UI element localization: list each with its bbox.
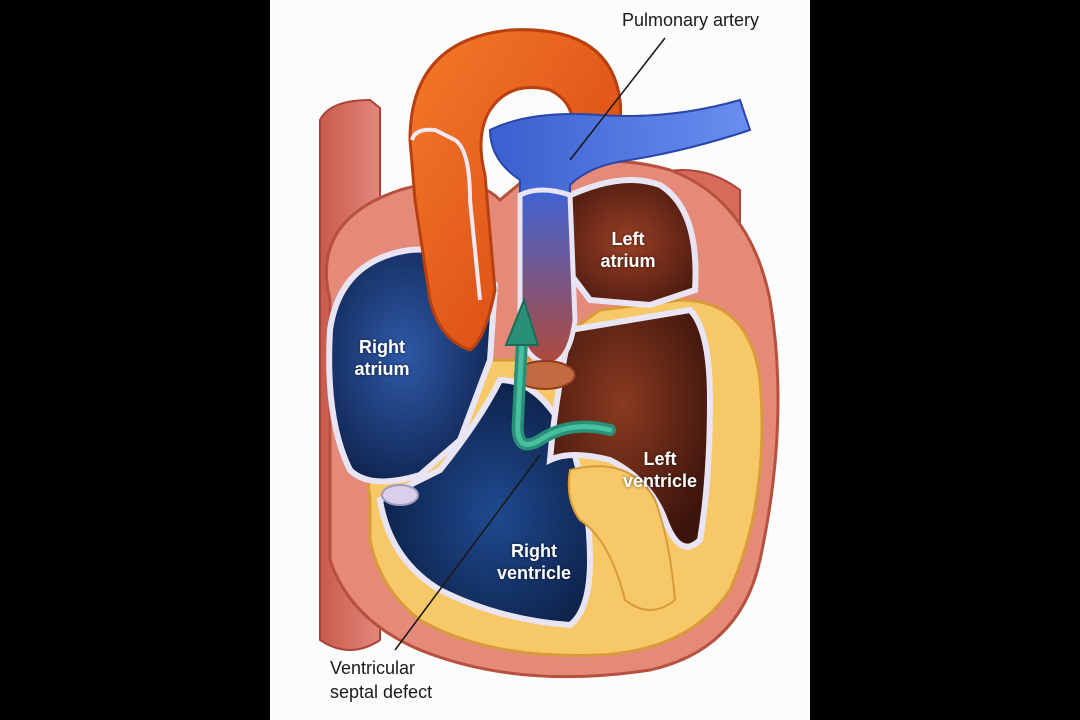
heart-illustration [319,28,780,679]
label-left-ventricle: Left ventricle [622,449,698,491]
tricuspid-valve [381,484,419,506]
label-pulmonary-artery: Pulmonary artery [622,10,760,30]
aorta-lumen [410,127,482,301]
pulmonary-artery-leader [569,37,666,161]
left-atrium [557,177,699,309]
label-left-atrium: Left atrium [600,229,656,271]
label-ventricular-septal-defect: Ventricular septal defect [330,658,433,702]
shunt-arrow-head [504,297,540,346]
label-right-ventricle: Right ventricle [496,541,572,583]
vsd-leader [394,454,541,651]
septum [567,465,677,611]
left-ventricle [546,306,714,550]
diagram-panel: Pulmonary artery Left atrium Right atriu… [270,0,810,720]
label-right-atrium: Right atrium [354,337,410,379]
aorta [408,28,623,352]
shunt-arrow-inner [515,337,613,447]
pulmonary-trunk [517,187,578,368]
